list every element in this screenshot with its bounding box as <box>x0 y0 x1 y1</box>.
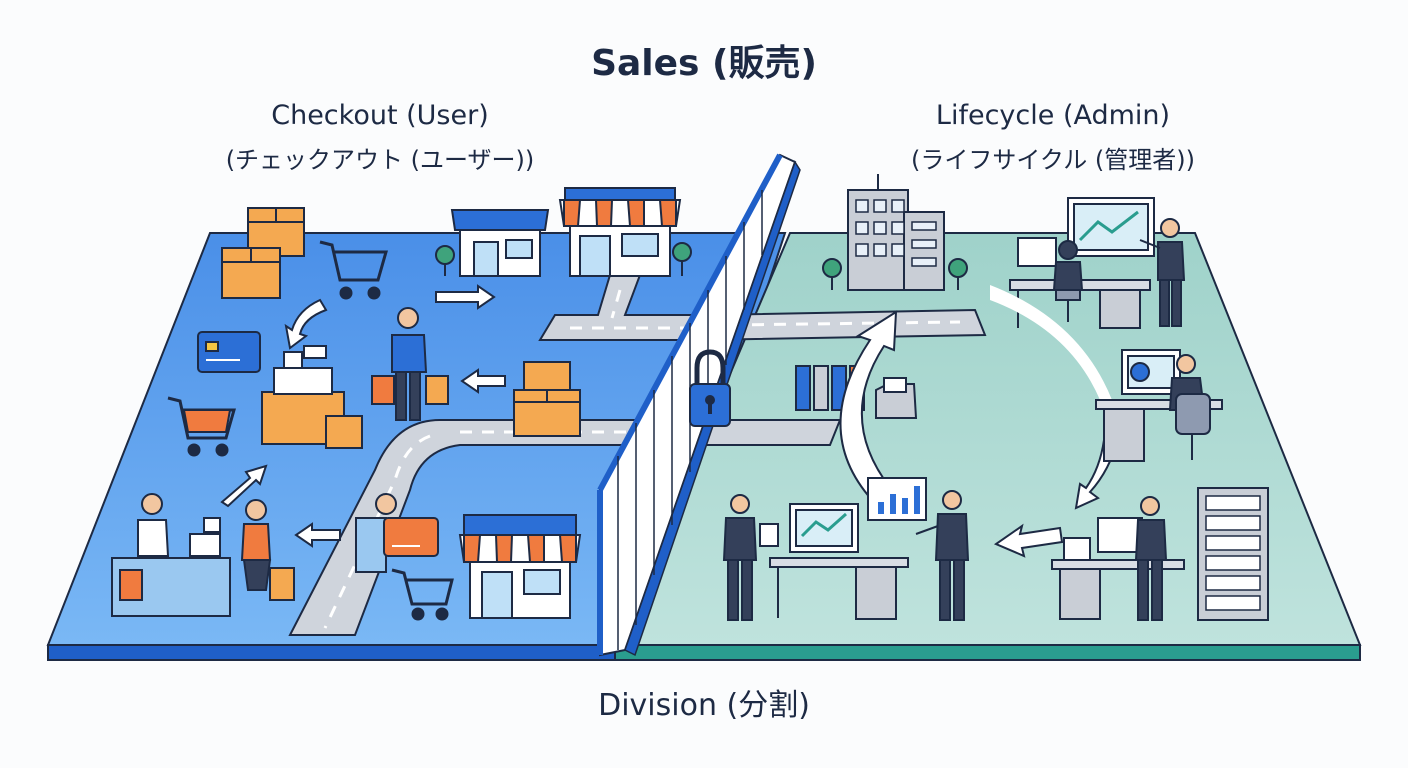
storefront-icon <box>460 515 580 618</box>
credit-card-icon <box>198 332 260 372</box>
box-stack-icon <box>514 362 580 436</box>
server-rack-icon <box>1198 488 1268 620</box>
